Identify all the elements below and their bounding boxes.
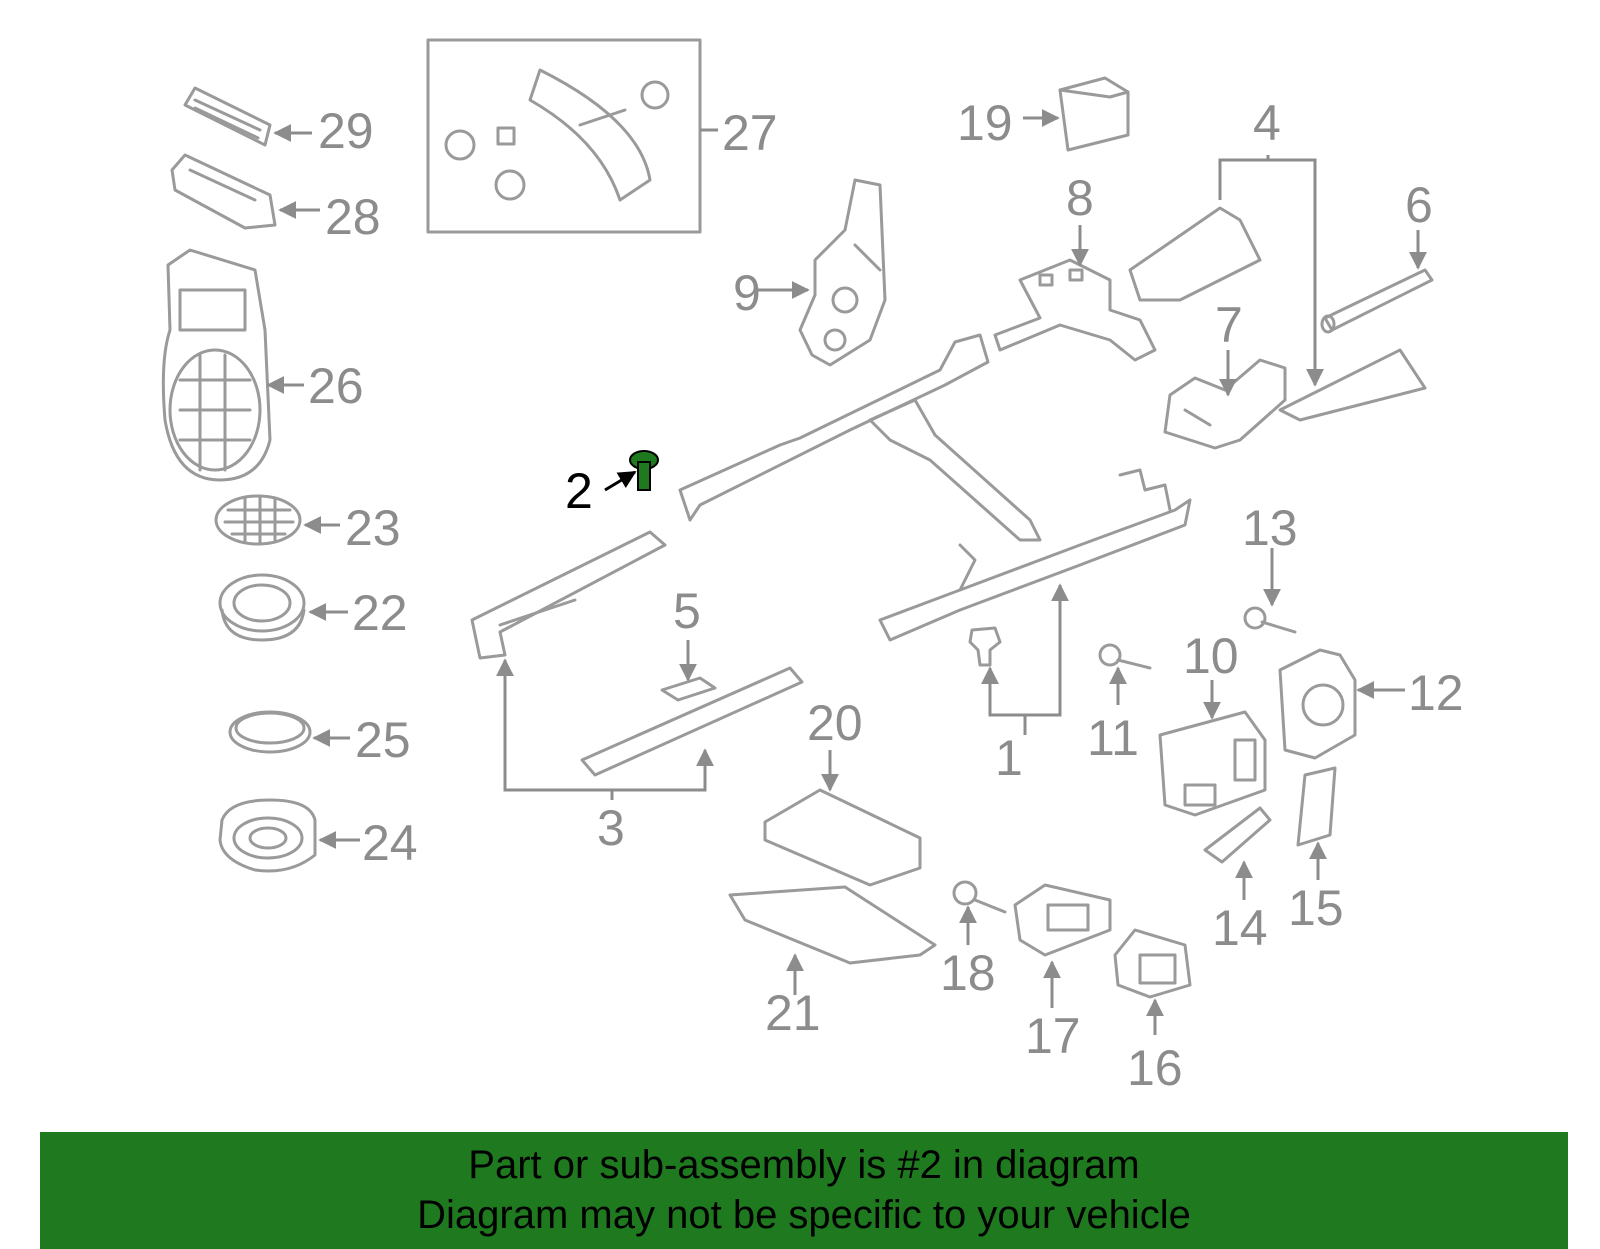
callout-4: 4 — [1253, 95, 1281, 151]
callout-27: 27 — [722, 105, 778, 161]
part-13-bolt — [1243, 606, 1297, 634]
part-18-screw — [952, 880, 1007, 914]
callout-6: 6 — [1405, 177, 1433, 233]
callout-16: 16 — [1127, 1040, 1183, 1096]
part-14-knob — [1203, 806, 1272, 864]
info-banner: Part or sub-assembly is #2 in diagram Di… — [40, 1132, 1568, 1249]
callout-5: 5 — [673, 583, 701, 639]
callout-10: 10 — [1183, 628, 1239, 684]
part-16-switch — [1113, 928, 1192, 999]
part-3-seat-track — [470, 530, 804, 777]
callout-21: 21 — [765, 985, 821, 1041]
callout-25: 25 — [355, 712, 411, 768]
part-12-switch-cover — [1278, 648, 1357, 760]
callout-26: 26 — [308, 358, 364, 414]
callout-24: 24 — [362, 815, 418, 871]
part-2-bolt-highlighted[interactable] — [629, 450, 659, 491]
leader-lines — [266, 109, 1427, 1035]
callout-12: 12 — [1408, 665, 1464, 721]
callout-8: 8 — [1066, 170, 1094, 226]
part-17-switch — [1013, 883, 1112, 957]
callout-17: 17 — [1025, 1008, 1081, 1064]
callout-7: 7 — [1215, 297, 1243, 353]
part-29-grille — [183, 86, 272, 147]
callout-15: 15 — [1288, 880, 1344, 936]
part-27-mounting-kit — [426, 38, 702, 234]
callout-22: 22 — [352, 585, 408, 641]
callout-20: 20 — [807, 695, 863, 751]
part-24-speaker — [218, 798, 317, 873]
part-5-pad — [660, 676, 717, 702]
callout-19: 19 — [957, 95, 1013, 151]
parts-diagram-svg: 1 2 3 4 5 6 7 8 9 10 11 12 13 14 15 16 1… — [161, 38, 1464, 1096]
part-15-knob — [1296, 766, 1337, 847]
part-20-module — [763, 788, 922, 887]
callout-14: 14 — [1212, 900, 1268, 956]
callout-23: 23 — [345, 500, 401, 556]
seat-frame-assembly — [678, 333, 1192, 642]
part-1-clip — [968, 626, 1002, 667]
callout-13: 13 — [1242, 500, 1298, 556]
part-26-speaker-housing — [161, 248, 272, 482]
part-25-gasket — [228, 710, 312, 754]
part-6-rod — [1320, 268, 1434, 334]
callout-9: 9 — [733, 265, 761, 321]
callout-3: 3 — [597, 800, 625, 856]
callout-labels: 1 2 3 4 5 6 7 8 9 10 11 12 13 14 15 16 1… — [308, 95, 1464, 1096]
part-21-bracket — [728, 885, 937, 965]
callout-2[interactable]: 2 — [565, 463, 593, 519]
callout-29: 29 — [318, 103, 374, 159]
banner-line-1: Part or sub-assembly is #2 in diagram — [468, 1143, 1140, 1187]
part-9-motor — [798, 178, 887, 367]
parts-diagram: 1 2 3 4 5 6 7 8 9 10 11 12 13 14 15 16 1… — [161, 38, 1464, 1096]
part-10-switch — [1158, 710, 1267, 817]
callout-11: 11 — [1087, 710, 1139, 766]
part-11-screw — [1098, 643, 1152, 670]
part-23-speaker-grille — [214, 494, 302, 546]
part-28-bezel — [170, 153, 277, 230]
callout-1: 1 — [995, 730, 1023, 786]
part-8-bracket — [993, 258, 1157, 362]
part-4-trim — [1128, 206, 1427, 422]
part-7-handle — [1163, 358, 1287, 450]
callout-28: 28 — [325, 189, 381, 245]
part-19-cover — [1058, 76, 1130, 152]
part-22-speaker — [218, 573, 306, 642]
banner-line-2: Diagram may not be specific to your vehi… — [417, 1193, 1191, 1237]
callout-18: 18 — [940, 945, 996, 1001]
